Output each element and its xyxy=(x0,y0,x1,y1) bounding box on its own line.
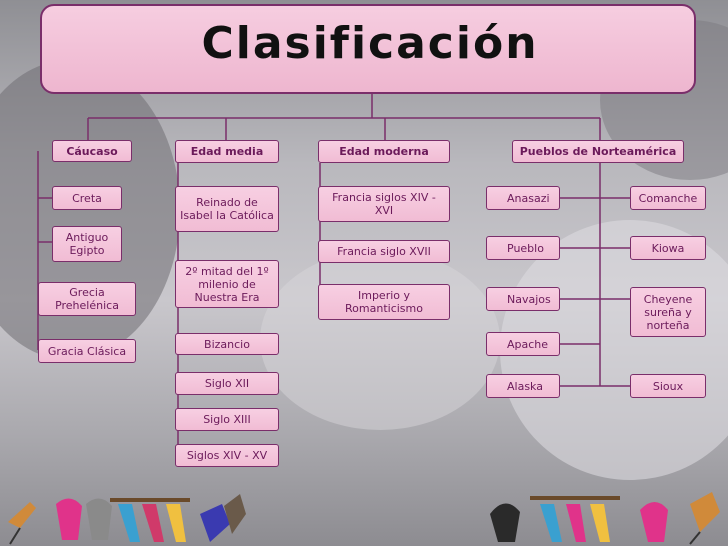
node-caucaso-header: Cáucaso xyxy=(52,140,132,162)
node-navajos: Navajos xyxy=(486,287,560,311)
node-grecia-prehelenica: Grecia Prehelénica xyxy=(38,282,136,316)
node-imperio-romanticismo: Imperio y Romanticismo xyxy=(318,284,450,320)
node-isabel-catolica: Reinado de Isabel la Católica xyxy=(175,186,279,232)
node-sioux: Sioux xyxy=(630,374,706,398)
node-antiguo-egipto: Antiguo Egipto xyxy=(52,226,122,262)
node-siglos-xiv-xv: Siglos XIV - XV xyxy=(175,444,279,467)
node-siglo-xii: Siglo XII xyxy=(175,372,279,395)
node-edad-moderna-header: Edad moderna xyxy=(318,140,450,163)
page-title: Clasificación xyxy=(201,18,539,69)
node-siglo-xiii: Siglo XIII xyxy=(175,408,279,431)
node-alaska: Alaska xyxy=(486,374,560,398)
node-creta: Creta xyxy=(52,186,122,210)
node-kiowa: Kiowa xyxy=(630,236,706,260)
node-francia-xiv-xvi: Francia siglos XIV - XVI xyxy=(318,186,450,222)
node-anasazi: Anasazi xyxy=(486,186,560,210)
node-apache: Apache xyxy=(486,332,560,356)
node-bizancio: Bizancio xyxy=(175,333,279,355)
node-pueblo: Pueblo xyxy=(486,236,560,260)
node-gracia-clasica: Gracia Clásica xyxy=(38,339,136,363)
node-edad-media-header: Edad media xyxy=(175,140,279,163)
node-francia-xvii: Francia siglo XVII xyxy=(318,240,450,263)
node-norteamerica-header: Pueblos de Norteamérica xyxy=(512,140,684,163)
node-cheyene: Cheyene sureña y norteña xyxy=(630,287,706,337)
node-primer-milenio: 2º mitad del 1º milenio de Nuestra Era xyxy=(175,260,279,308)
node-comanche: Comanche xyxy=(630,186,706,210)
footer-shoes-decoration xyxy=(8,492,720,545)
title-box xyxy=(40,4,696,94)
